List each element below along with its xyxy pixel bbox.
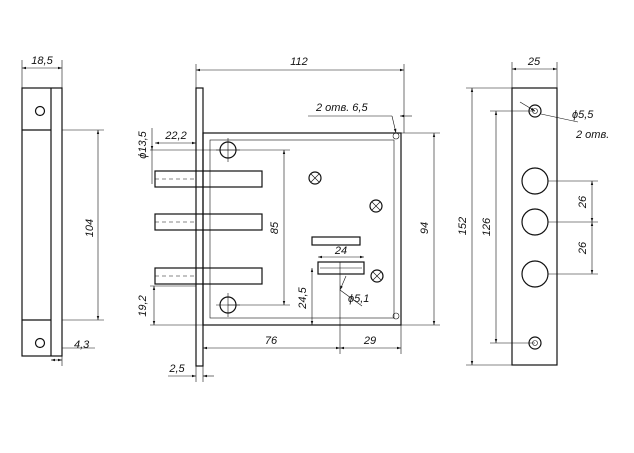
dim-holes-note-top: 2 отв. 6,5 <box>315 102 368 114</box>
faceplate-bolt-hole-3 <box>521 260 549 288</box>
front-view: 112 2 отв. 6,5 ϕ13,5 22,2 85 94 19,2 24 <box>137 56 440 382</box>
dim-left-offset: 4,3 <box>74 339 90 351</box>
side-mount-hole-bottom <box>34 337 46 349</box>
dim-body-height-inner: 85 <box>269 221 281 234</box>
side-view: 18,5 104 4,3 <box>21 55 104 366</box>
dim-faceplate-inner: 126 <box>481 217 493 236</box>
dim-key-height: 24,5 <box>297 286 309 309</box>
screw-1 <box>308 171 322 185</box>
dim-bolt-pitch-1: 26 <box>577 195 589 209</box>
dim-hole-dia-side: ϕ13,5 <box>137 130 149 158</box>
lock-body <box>202 132 402 326</box>
dim-bottom-offset: 19,2 <box>137 295 149 316</box>
front-plate-edge <box>195 87 204 367</box>
dim-faceplate-hole: ϕ5,5 <box>572 109 594 121</box>
faceplate-view: 25 152 126 ϕ5,5 2 отв. 26 26 <box>457 56 609 366</box>
dim-key-hole: ϕ5,1 <box>348 293 369 305</box>
key-slot <box>311 236 361 246</box>
dim-bottom-right: 29 <box>363 335 376 347</box>
dim-key-width: 24 <box>334 245 347 257</box>
faceplate-outline <box>511 87 558 366</box>
dim-body-width: 112 <box>290 56 308 68</box>
screw-3 <box>370 269 384 283</box>
dim-faceplate-width: 25 <box>527 56 541 68</box>
dim-faceplate-holes-note: 2 отв. <box>575 129 609 141</box>
dim-bottom-left: 76 <box>265 335 278 347</box>
dim-bolt-extent: 22,2 <box>164 130 186 142</box>
key-cam <box>317 261 365 275</box>
faceplate-bolt-hole-2 <box>521 208 549 236</box>
side-view-outline <box>21 87 63 357</box>
dim-left-height: 104 <box>84 219 96 237</box>
dim-faceplate-height: 152 <box>457 217 469 235</box>
faceplate-bolt-hole-1 <box>521 167 549 195</box>
screw-2 <box>369 199 383 213</box>
dim-body-height: 94 <box>419 222 431 234</box>
dim-plate-thickness: 2,5 <box>168 363 185 375</box>
dim-left-width: 18,5 <box>31 55 53 67</box>
side-mount-hole-top <box>34 105 46 117</box>
dim-bolt-pitch-2: 26 <box>577 241 589 255</box>
